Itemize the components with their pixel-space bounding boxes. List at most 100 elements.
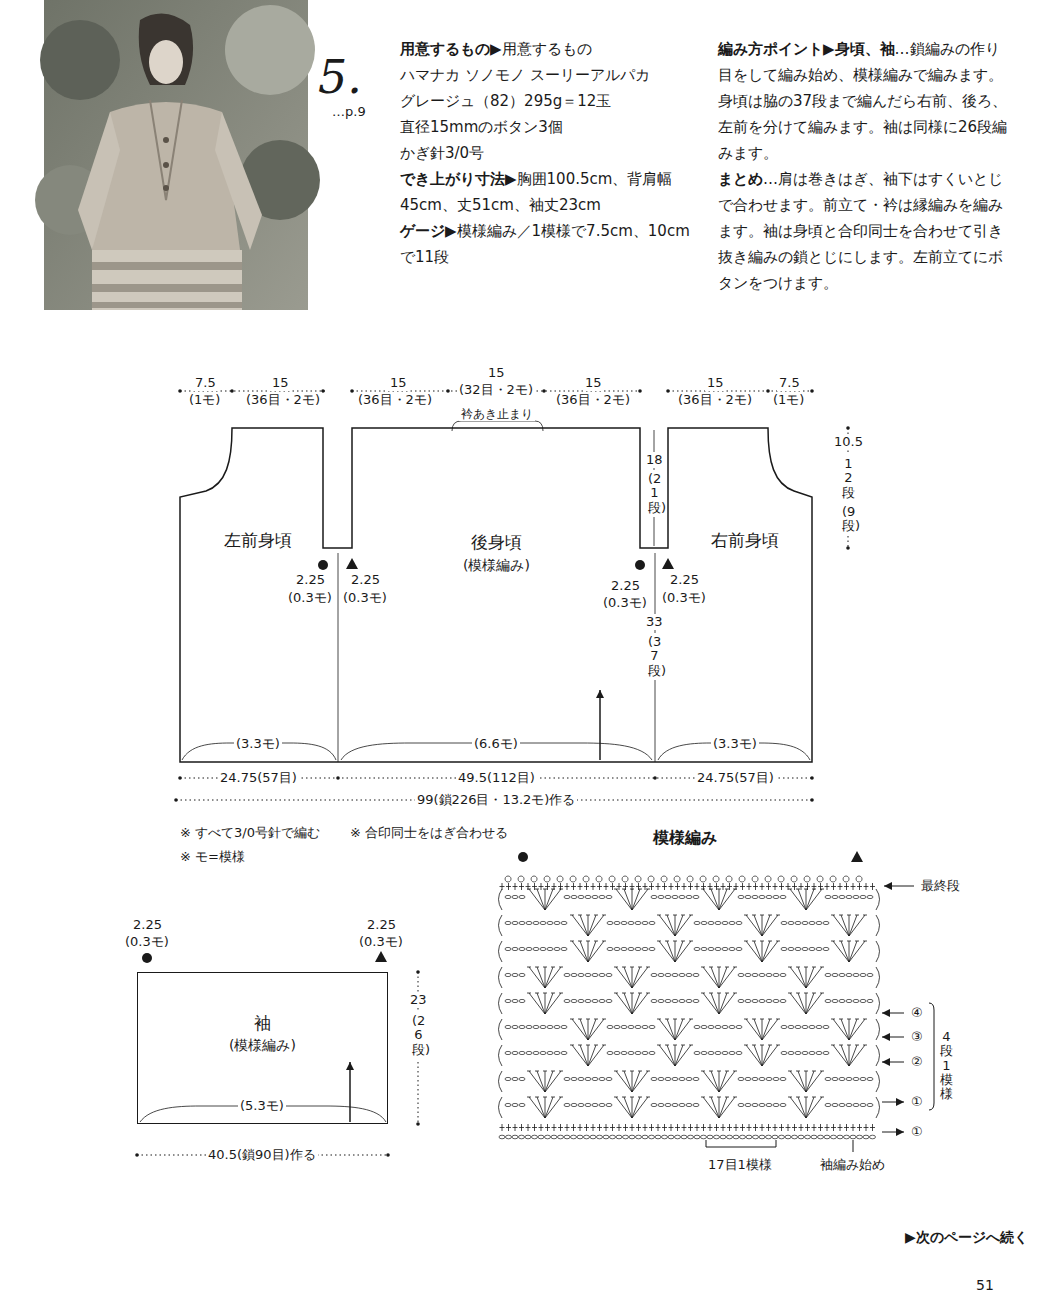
dimension-label: ※ すべて3/0号針で編む [178, 825, 322, 841]
dimension-label: 最終段 [919, 878, 962, 894]
dimension-label: (0.3モ) [601, 595, 649, 611]
match-marks [142, 558, 863, 963]
turning-chains [499, 889, 880, 1118]
model-photo [35, 0, 320, 310]
body-piece: 右前身頃 [707, 526, 783, 555]
heading-text: ゲージ▶ [400, 222, 457, 240]
piece-label: 後身頃 [463, 530, 530, 555]
dimension-label: ① [909, 1094, 925, 1110]
dimension-label: (5.3モ) [238, 1098, 286, 1114]
stitch-chart [499, 876, 880, 1139]
dimension-label: 2.25 [609, 578, 642, 594]
dimension-label: (1モ) [771, 392, 806, 408]
dimension-lines [137, 391, 848, 1155]
dimension-label: (0.3モ) [341, 590, 389, 606]
text-line: でき上がり寸法▶胸囲100.5cm、背肩幅45cm、丈51cm、袖丈23cm [400, 166, 692, 218]
dimension-label: (0.3モ) [357, 934, 405, 950]
dimension-label: 15 [486, 365, 507, 381]
piece-label: 左前身頃 [224, 528, 292, 553]
dimension-label: ※ モ=模様 [178, 849, 247, 865]
chain-stitches [499, 876, 876, 1139]
dimension-label: 24.75(57目) [218, 770, 299, 786]
body-text: グレージュ（82）295g＝12玉 [400, 92, 611, 110]
text-line: ハマナカ ソノモノ スーリーアルパカ [400, 62, 692, 88]
dimension-label: 7.5 [777, 375, 802, 391]
body-text: …肩は巻きはぎ、袖下はすくいとじで合わせます。前立て・衿は縁編みを編みます。袖は… [718, 170, 1003, 292]
shell-stitches [527, 889, 867, 1118]
text-line: グレージュ（82）295g＝12玉 [400, 88, 692, 114]
vertical-dimension: 4段1模様 [939, 1028, 954, 1103]
text-line: 直径15mmのボタン3個 [400, 114, 692, 140]
dimension-label: 51 [974, 1277, 996, 1294]
body-piece: 後身頃(模様編み) [459, 528, 534, 577]
dimension-label: 17目1模様 [706, 1157, 774, 1173]
text-line: かぎ針3/0号 [400, 140, 692, 166]
dimension-label: 49.5(112目) [456, 770, 537, 786]
body-outline [180, 428, 812, 762]
dimension-label: 18 [644, 452, 665, 468]
dimension-label: 15 [270, 375, 291, 391]
body-text: …鎖編みの作り目をして編み始め、模様編みで編みます。身頃は脇の37段まで編んだら… [718, 40, 1007, 162]
dimension-label: ④ [909, 1005, 925, 1021]
pattern-number: 5. [316, 50, 364, 105]
dimension-label: ② [909, 1054, 925, 1070]
text-line: 用意するもの▶用意するもの [400, 36, 692, 62]
pattern-number: …p.9 [330, 104, 368, 120]
dimension-label: (3.3モ) [234, 736, 282, 752]
dimension-label: 15 [388, 375, 409, 391]
dimension-label: (0.3モ) [660, 590, 708, 606]
dimension-label: 23 [408, 992, 429, 1008]
vertical-dimension: (26段) [411, 1012, 426, 1059]
heading-text: でき上がり寸法▶ [400, 170, 517, 188]
text-block: 用意するもの▶用意するものハマナカ ソノモノ スーリーアルパカグレージュ（82）… [400, 36, 692, 270]
dimension-label: 15 [583, 375, 604, 391]
dimension-label: 2.25 [294, 572, 327, 588]
text-line: ゲージ▶模様編み／1模様で7.5cm、10cmで11段 [400, 218, 692, 270]
heading-text: 用意するもの▶ [400, 40, 502, 58]
piece-label: (模様編み) [229, 1035, 296, 1055]
dimension-label: 2.25 [365, 917, 398, 933]
dimension-label: (3.3モ) [711, 736, 759, 752]
dimension-label: 7.5 [193, 375, 218, 391]
heading-text: 編み方ポイント▶身頃、袖 [718, 40, 895, 58]
dimension-label: 15 [705, 375, 726, 391]
guide-lines [182, 421, 810, 762]
vertical-dimension: (9段) [841, 503, 856, 536]
dimension-label: 99(鎖226目・13.2モ)作る [415, 792, 577, 808]
dimension-label: (0.3モ) [286, 590, 334, 606]
dimension-label: 24.75(57目) [695, 770, 776, 786]
dimension-label: (32目・2モ) [457, 382, 535, 398]
sleeve-piece: 袖(模様編み) [137, 972, 388, 1124]
vertical-dimension: (37段) [647, 633, 662, 680]
dimension-label: (36目・2モ) [356, 392, 434, 408]
dimension-label: ③ [909, 1029, 925, 1045]
dimension-label: (36目・2モ) [676, 392, 754, 408]
heading-text: まとめ [718, 170, 763, 188]
dimension-label: 袖編み始め [818, 1157, 887, 1173]
dimension-label: (6.6モ) [472, 736, 520, 752]
vertical-dimension: 12段 [841, 455, 856, 502]
text-block: 編み方ポイント▶身頃、袖…鎖編みの作り目をして編み始め、模様編みで編みます。身頃… [718, 36, 1010, 296]
dimension-label: ※ 合印同士をはぎ合わせる [348, 825, 510, 841]
dimension-label: 模様編み [651, 828, 719, 847]
piece-label: 袖 [254, 1011, 271, 1036]
dimension-label: ① [909, 1124, 925, 1140]
dimension-label: 2.25 [668, 572, 701, 588]
dimension-label: 33 [644, 614, 665, 630]
dimension-label: 40.5(鎖90目)作る [206, 1147, 318, 1163]
dimension-label: 2.25 [131, 917, 164, 933]
body-text: かぎ針3/0号 [400, 144, 484, 162]
vertical-dimension: (21段) [647, 470, 662, 517]
dimension-label: (0.3モ) [123, 934, 171, 950]
body-text: 用意するもの [502, 40, 592, 58]
dimension-label: 衿あき止まり [459, 407, 535, 421]
dimension-label: ▶次のページへ続く [903, 1229, 1030, 1246]
dimension-label: 2.25 [349, 572, 382, 588]
body-text: ハマナカ ソノモノ スーリーアルパカ [400, 66, 650, 84]
chart-row-arrows [706, 886, 934, 1152]
text-line: 編み方ポイント▶身頃、袖…鎖編みの作り目をして編み始め、模様編みで編みます。身頃… [718, 36, 1010, 166]
dimension-label: (1モ) [187, 392, 222, 408]
piece-label: 右前身頃 [711, 528, 779, 553]
dimension-label: 10.5 [832, 434, 865, 450]
